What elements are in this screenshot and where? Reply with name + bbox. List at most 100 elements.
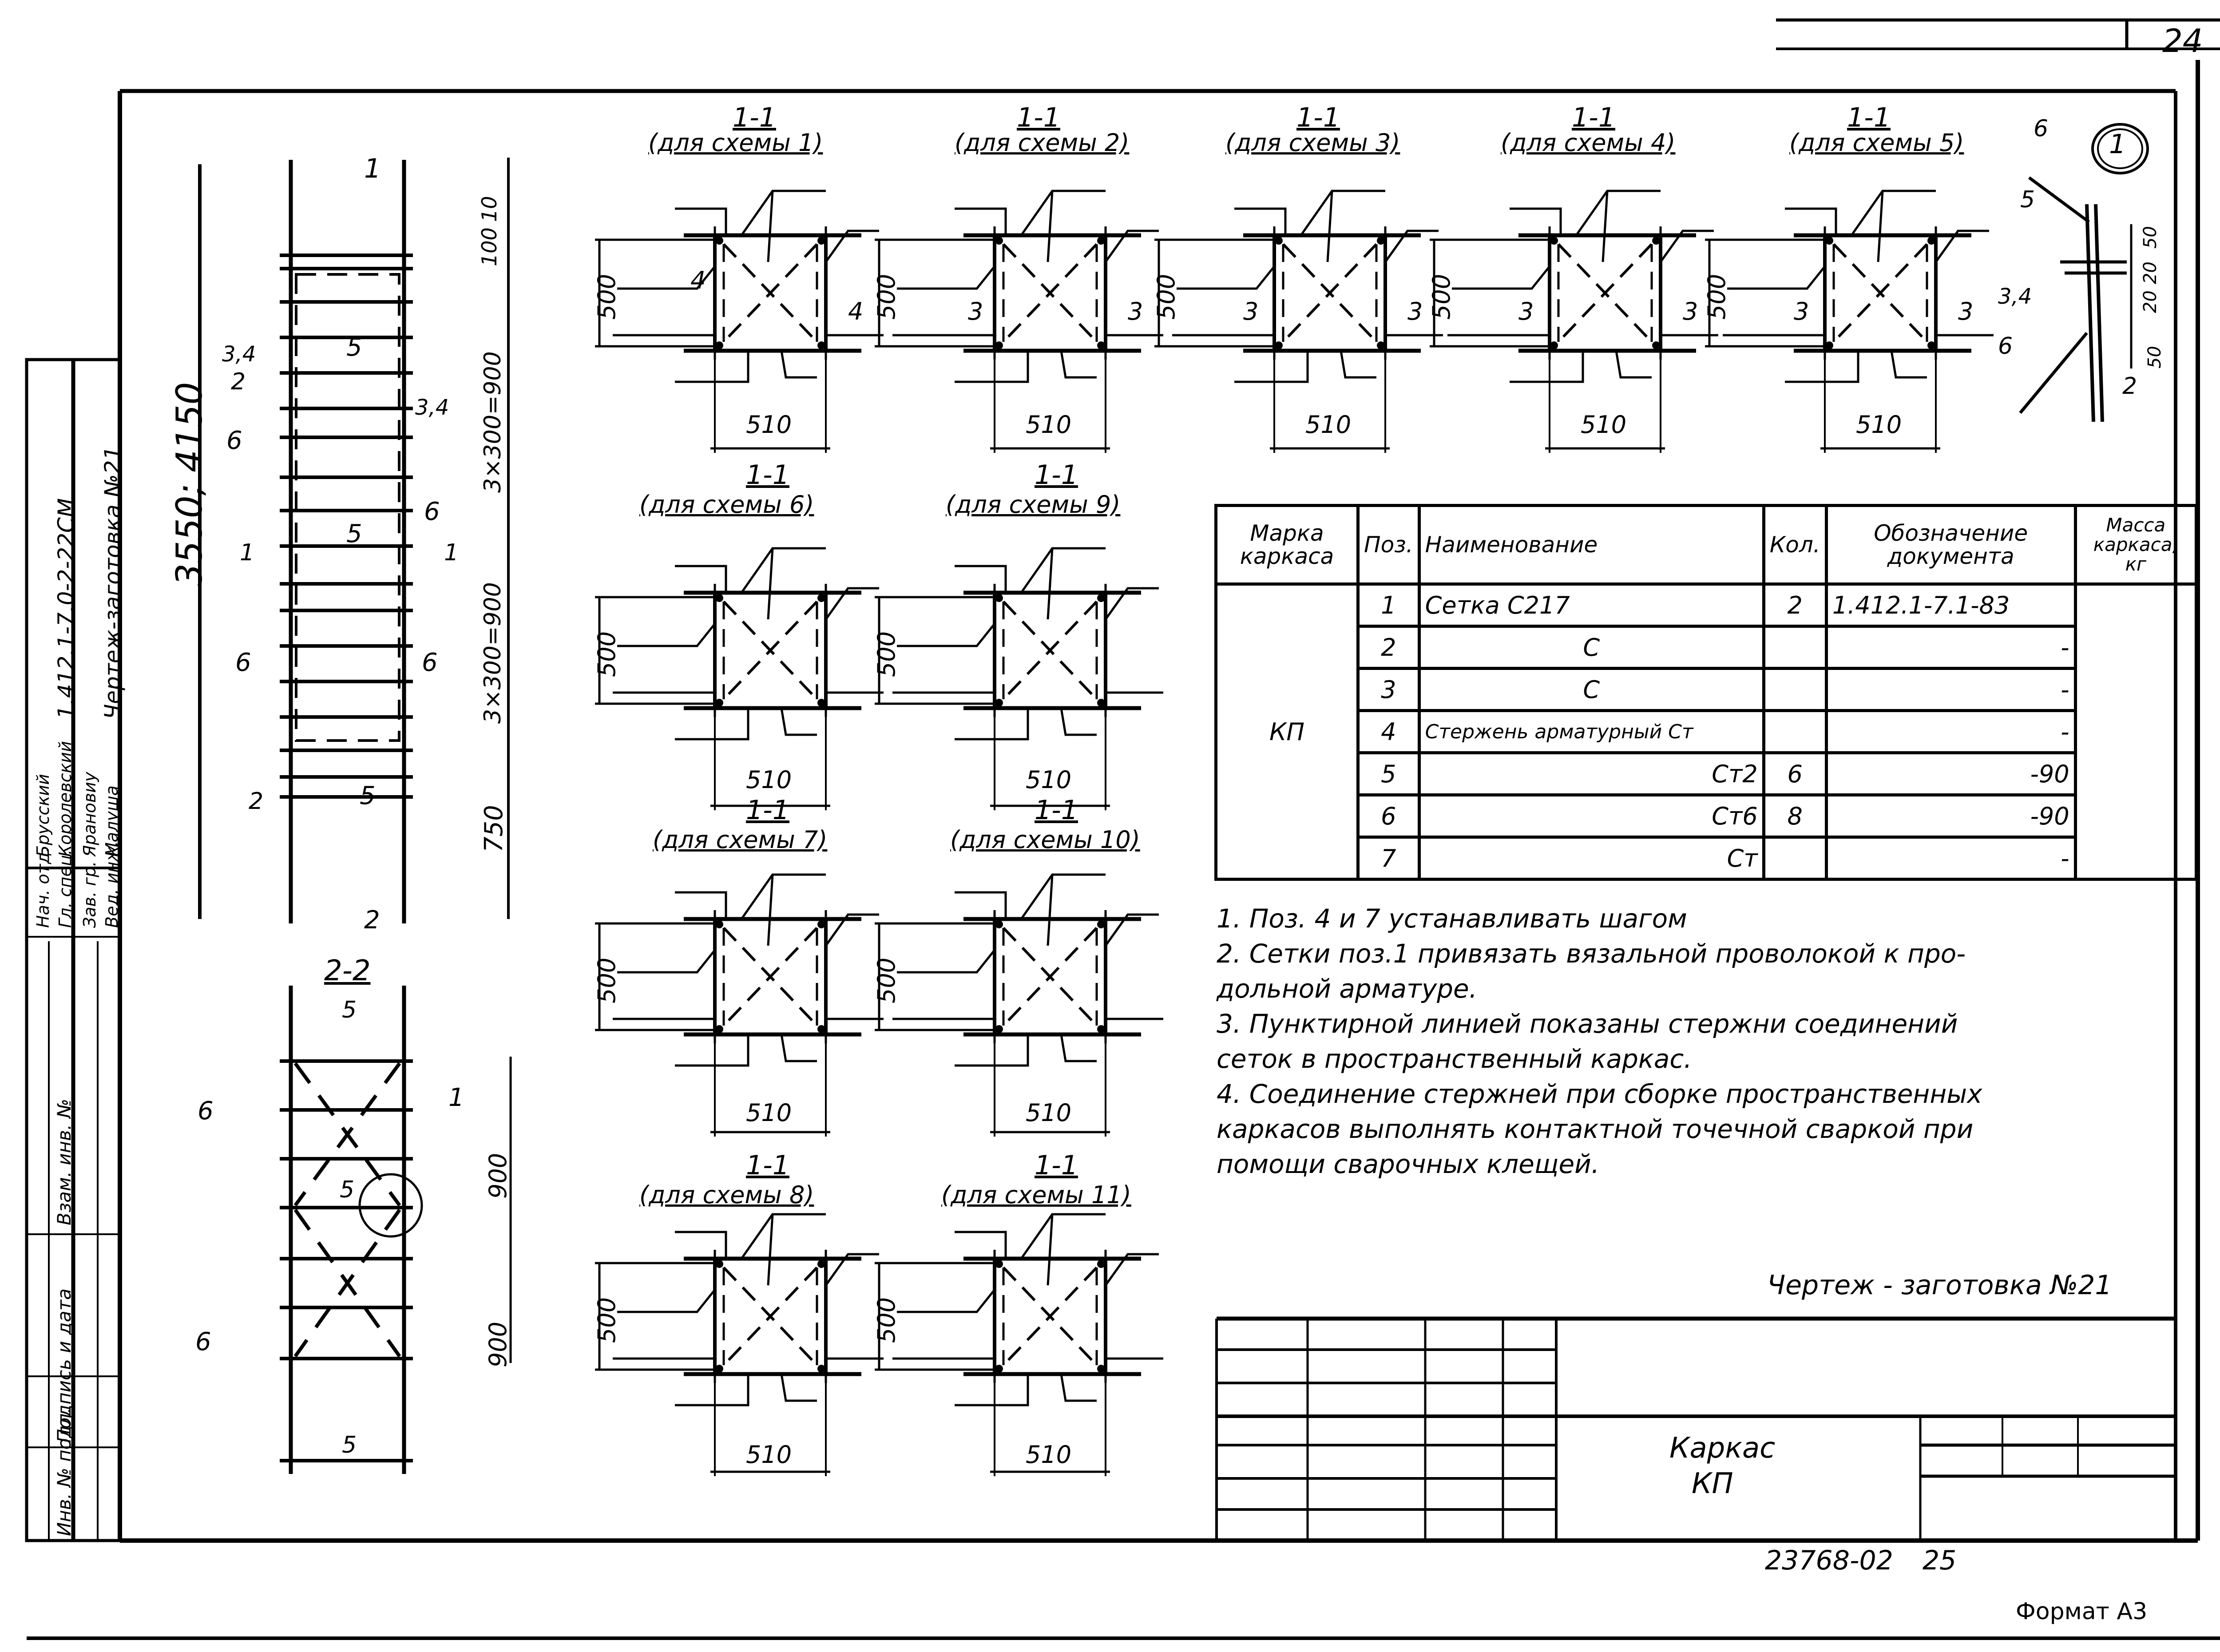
section-subtitle: (для схемы 5) <box>1789 129 1964 157</box>
cell-doc: - <box>1824 836 2077 881</box>
pos-label: 4 <box>848 297 864 325</box>
header-name: Наименование <box>1417 504 1765 586</box>
width-dimension: 510 <box>1856 411 1902 439</box>
cell-name: С <box>1417 667 1765 712</box>
table-row: 7 Ст - <box>1216 836 2196 881</box>
cell-doc: -90 <box>1824 793 2077 839</box>
cell-pos: 2 <box>1356 625 1421 670</box>
node-1-detail <box>2019 123 2149 422</box>
dimension-3x300-upper: 3×300=900 <box>480 351 506 493</box>
section-mark-2: 2 <box>249 788 264 815</box>
pos-label: 3 <box>1407 297 1423 325</box>
overall-dimension: 3550; 4150 <box>169 382 210 586</box>
height-dimension: 500 <box>593 1297 621 1343</box>
dimension-50: 50 <box>2140 226 2161 249</box>
section-title: 1-1 <box>1572 102 1615 133</box>
width-dimension: 510 <box>1026 766 1072 794</box>
side-column-replaced-inv: Взам. инв. № <box>53 1098 75 1225</box>
height-dimension: 500 <box>593 273 621 320</box>
signature-role: Гл. спец. <box>56 849 75 928</box>
table-row: КП 1 Сетка С217 2 1.412.1-7.1-83 <box>1214 582 2198 881</box>
signature-name: Малуша <box>102 785 122 857</box>
section-subtitle: (для схемы 4) <box>1501 129 1676 157</box>
section-subtitle: (для схемы 7) <box>653 826 828 854</box>
dimension-50: 50 <box>2145 346 2165 368</box>
section-mark-2: 2 <box>231 368 246 395</box>
note-line: помощи сварочных клещей. <box>1217 1149 1600 1179</box>
table-row: 6 Ст6 8 -90 <box>1216 793 2196 839</box>
section-title: 1-1 <box>746 795 789 826</box>
height-dimension: 500 <box>1703 273 1731 320</box>
height-dimension: 500 <box>872 1297 900 1343</box>
note-line: сеток в пространственный каркас. <box>1217 1044 1692 1074</box>
section-title: 1-1 <box>1035 795 1078 826</box>
leader-6: 6 <box>235 648 251 677</box>
pos-label: 3 <box>1518 297 1534 325</box>
leader-6: 6 <box>195 1327 211 1356</box>
dimension-20: 20 <box>2140 261 2161 284</box>
section-2-2-title: 2-2 <box>324 955 371 987</box>
dimension-100: 100 <box>477 227 501 266</box>
header-qty: Кол. <box>1762 504 1828 586</box>
dimension-10: 10 <box>477 196 501 222</box>
section-subtitle: (для схемы 1) <box>648 129 823 157</box>
cell-doc: -90 <box>1824 751 2077 796</box>
leader-5: 5 <box>340 1177 355 1203</box>
section-title: 1-1 <box>1296 102 1340 133</box>
section-subtitle: (для схемы 11) <box>941 1181 1131 1209</box>
section-2-2-view <box>280 986 512 1474</box>
section-subtitle: (для схемы 6) <box>639 491 814 519</box>
section-subtitle: (для схемы 2) <box>955 129 1130 157</box>
cell-pos: 4 <box>1356 709 1421 754</box>
archive-sheet: 25 <box>1923 1545 1957 1576</box>
node-number: 1 <box>2109 129 2126 160</box>
section-subtitle: (для схемы 9) <box>946 491 1121 519</box>
leader-3-4: 3,4 <box>222 342 256 367</box>
note-line: 1. Поз. 4 и 7 устанавливать шагом <box>1217 903 1687 934</box>
dimension-20: 20 <box>2140 290 2161 313</box>
elevation-view <box>198 158 510 923</box>
section-mark-1: 1 <box>240 539 255 566</box>
cell-qty <box>1762 709 1828 754</box>
section-subtitle: (для схемы 8) <box>639 1181 814 1209</box>
header-mark: Марка каркаса <box>1214 504 1360 586</box>
leader-6: 6 <box>226 426 242 455</box>
cell-pos: 5 <box>1356 751 1421 796</box>
cell-pos: 7 <box>1356 836 1421 881</box>
cell-doc: - <box>1824 625 2077 670</box>
leader-6: 6 <box>422 648 438 677</box>
section-title: 1-1 <box>1847 102 1891 133</box>
pos-label: 4 <box>690 266 706 294</box>
cell-doc: - <box>1824 709 2077 754</box>
dimension-750: 750 <box>480 805 508 852</box>
cell-qty <box>1762 836 1828 881</box>
note-line: 3. Пунктирной линией показаны стержни со… <box>1217 1009 1958 1039</box>
side-doc-code: 1.412.1-7.0-2-22СМ <box>53 498 79 719</box>
section-mark-1: 1 <box>444 539 459 566</box>
specification-table: Марка каркаса Поз. Наименование Кол. Обо… <box>1214 504 2198 881</box>
cell-pos: 6 <box>1356 793 1421 839</box>
width-dimension: 510 <box>746 1099 792 1127</box>
dimension-3x300-lower: 3×300=900 <box>480 582 506 724</box>
pos-label: 3 <box>968 297 983 325</box>
cell-name: С <box>1417 625 1765 670</box>
leader-1: 1 <box>364 153 381 184</box>
width-dimension: 510 <box>1026 411 1072 439</box>
note-line: 2. Сетки поз.1 привязать вязальной прово… <box>1217 939 1966 969</box>
leader-3-4: 3,4 <box>415 395 449 420</box>
title-block-name-line1: Каркас <box>1669 1432 1776 1465</box>
cell-name: Ст <box>1417 836 1765 881</box>
section-title: 1-1 <box>733 102 776 133</box>
header-doc: Обозначение документа <box>1824 504 2077 586</box>
dimension-900: 900 <box>484 1153 512 1199</box>
section-subtitle: (для схемы 3) <box>1225 129 1400 157</box>
leader-6: 6 <box>424 497 440 526</box>
archive-number: 23768-02 <box>1765 1545 1893 1576</box>
page-number: 24 <box>2162 22 2203 59</box>
pos-label: 3 <box>1243 297 1259 325</box>
width-dimension: 510 <box>746 411 792 439</box>
leader-5: 5 <box>342 997 357 1023</box>
cell-name: Ст6 <box>1417 793 1765 839</box>
width-dimension: 510 <box>1026 1441 1072 1469</box>
cell-name: Ст2 <box>1417 751 1765 796</box>
